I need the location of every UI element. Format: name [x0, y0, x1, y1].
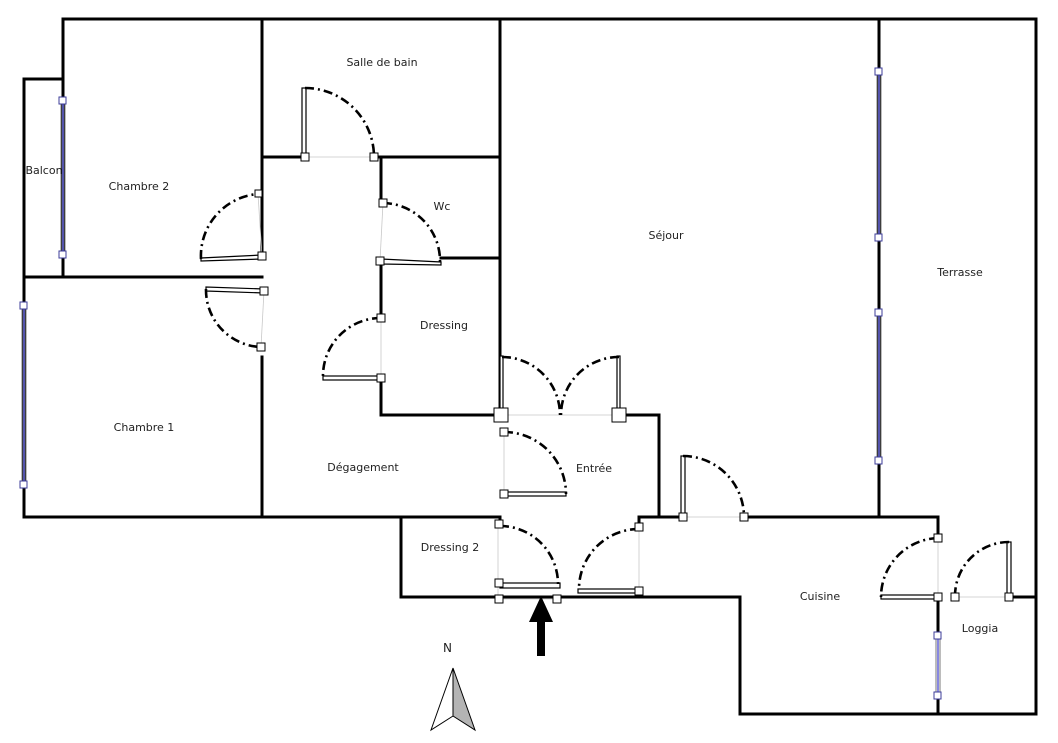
label-entree: Entrée [576, 462, 612, 475]
window-terrasse-1 [874, 67, 883, 242]
door-loggia [950, 540, 1014, 602]
door-wc [375, 198, 442, 266]
north-arrow-icon: N [430, 641, 476, 732]
window-terrasse-2 [874, 308, 883, 465]
label-degagement: Dégagement [327, 461, 399, 474]
door-chambre-2 [199, 189, 267, 262]
compass-label: N [443, 641, 452, 655]
entrance-arrow-icon [529, 596, 553, 656]
door-cuisine [678, 454, 749, 522]
label-loggia: Loggia [962, 622, 998, 635]
door-dressing [321, 313, 386, 383]
label-terrasse: Terrasse [936, 266, 983, 279]
doors [199, 86, 1014, 604]
window-chambre-1 [19, 301, 28, 489]
label-chambre-2: Chambre 2 [109, 180, 170, 193]
label-cuisine: Cuisine [800, 590, 840, 603]
walls [22, 17, 1038, 716]
door-dressing-2 [494, 519, 561, 597]
label-dressing: Dressing [420, 319, 468, 332]
label-chambre-1: Chambre 1 [114, 421, 175, 434]
label-wc: Wc [434, 200, 451, 213]
door-chambre-1 [204, 286, 269, 352]
window-balcon [58, 96, 67, 259]
window-loggia [933, 631, 942, 700]
label-balcon: Balcon [25, 164, 62, 177]
door-entree-interior [499, 427, 568, 499]
windows [19, 67, 942, 700]
label-dressing-2: Dressing 2 [421, 541, 480, 554]
label-salle-de-bain: Salle de bain [346, 56, 417, 69]
room-labels: Salle de bain Balcon Chambre 2 Wc Séjour… [25, 56, 998, 635]
door-wardrobe-right [577, 522, 644, 596]
door-entrance [494, 594, 562, 604]
door-sejour-double [493, 355, 627, 423]
door-cuisine-side [879, 533, 943, 602]
door-salle-de-bain [300, 86, 379, 162]
label-sejour: Séjour [648, 229, 684, 242]
